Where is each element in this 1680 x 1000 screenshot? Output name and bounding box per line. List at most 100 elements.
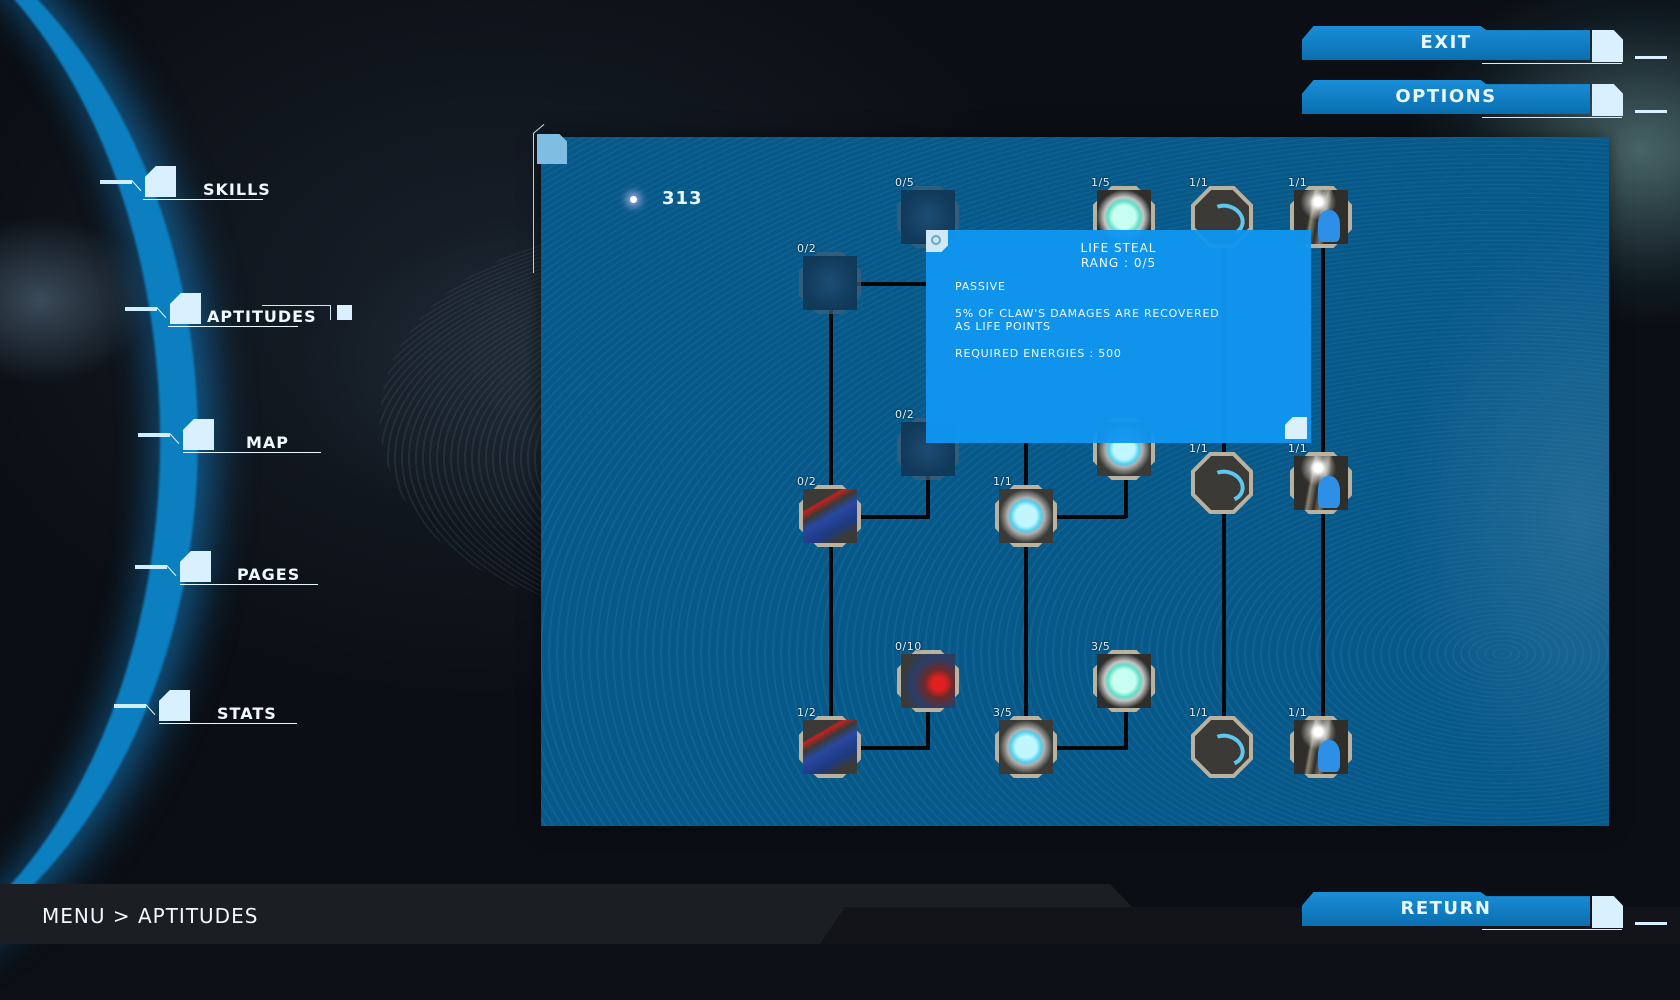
tooltip-corner-icon bbox=[1285, 417, 1307, 439]
nav-slant bbox=[166, 565, 177, 577]
connector-line bbox=[926, 453, 930, 518]
skill-node[interactable]: 1/2 bbox=[797, 706, 861, 778]
tooltip-rank: RANG : 0/5 bbox=[1080, 256, 1157, 270]
connector-line bbox=[1024, 443, 1028, 748]
return-button-bg bbox=[1302, 892, 1590, 926]
breadcrumb: MENU > APTITUDES bbox=[42, 904, 259, 928]
node-rank: 1/1 bbox=[1288, 442, 1308, 455]
node-rank: 1/1 bbox=[993, 475, 1013, 488]
node-rank: 1/1 bbox=[1189, 176, 1209, 189]
connector-line bbox=[829, 282, 929, 286]
active-indicator-icon bbox=[337, 305, 352, 320]
light-creature-icon bbox=[1294, 720, 1348, 774]
nav-slant bbox=[169, 433, 180, 445]
node-rank: 0/10 bbox=[895, 640, 922, 653]
nav-underline bbox=[143, 199, 263, 200]
swirl-icon bbox=[1195, 456, 1249, 510]
skill-node[interactable]: 1/1 bbox=[993, 475, 1057, 547]
nav-stub bbox=[114, 704, 146, 708]
return-button[interactable]: RETURN bbox=[1302, 888, 1667, 930]
energy-count: 313 bbox=[662, 188, 703, 209]
options-button[interactable]: OPTIONS bbox=[1302, 76, 1667, 118]
map-tab-icon bbox=[183, 419, 214, 450]
exit-tail bbox=[1635, 56, 1667, 59]
stats-tab-icon bbox=[159, 690, 190, 721]
skill-node[interactable]: 1/1 bbox=[1189, 706, 1253, 778]
creature-icon bbox=[901, 654, 955, 708]
node-rank: 0/2 bbox=[797, 475, 817, 488]
orb-icon bbox=[999, 720, 1053, 774]
node-rank: 3/5 bbox=[1091, 640, 1111, 653]
tooltip-title: LIFE STEAL bbox=[1080, 241, 1157, 255]
node-rank: 1/5 bbox=[1091, 176, 1111, 189]
skill-node[interactable]: 3/5 bbox=[1091, 640, 1155, 712]
panel-bracket bbox=[533, 133, 534, 273]
skills-tab-icon bbox=[145, 166, 176, 197]
skill-node[interactable]: 0/10 bbox=[895, 640, 959, 712]
pages-tab-icon bbox=[180, 551, 211, 582]
orb-icon bbox=[999, 489, 1053, 543]
sidebar-item-label: MAP bbox=[246, 433, 290, 452]
skill-node[interactable]: 3/5 bbox=[993, 706, 1057, 778]
exit-underline bbox=[1482, 63, 1622, 64]
nav-slant bbox=[156, 307, 167, 319]
sidebar-item-label: PAGES bbox=[237, 565, 301, 584]
tooltip-requirement: REQUIRED ENERGIES : 500 bbox=[955, 347, 1122, 360]
node-rank: 3/5 bbox=[993, 706, 1013, 719]
node-rank: 1/1 bbox=[1288, 176, 1308, 189]
life-steal-skill-icon bbox=[926, 230, 948, 252]
node-rank: 0/5 bbox=[895, 176, 915, 189]
sidebar-item-aptitudes[interactable]: APTITUDES bbox=[125, 293, 385, 333]
nav-underline bbox=[183, 452, 321, 453]
nav-underline bbox=[159, 723, 297, 724]
skill-node[interactable]: 1/1 bbox=[1288, 706, 1352, 778]
tooltip-description-cont: AS LIFE POINTS bbox=[955, 320, 1051, 333]
return-label: RETURN bbox=[1400, 898, 1492, 919]
return-tail bbox=[1635, 922, 1667, 925]
sidebar-item-map[interactable]: MAP bbox=[138, 419, 338, 459]
energy-orb-icon bbox=[630, 196, 637, 203]
nav-slant bbox=[131, 180, 142, 192]
skill-node[interactable]: 1/1 bbox=[1189, 442, 1253, 514]
exit-label: EXIT bbox=[1420, 32, 1472, 53]
green-orb-icon bbox=[1097, 654, 1151, 708]
sidebar-item-stats[interactable]: STATS bbox=[114, 690, 314, 730]
panel-corner-icon bbox=[537, 134, 567, 164]
options-tail bbox=[1635, 110, 1667, 113]
node-rank: 1/2 bbox=[797, 706, 817, 719]
nav-stub bbox=[138, 433, 170, 437]
node-rank: 0/2 bbox=[895, 408, 915, 421]
options-button-bg bbox=[1302, 80, 1590, 114]
sidebar-item-label: SKILLS bbox=[203, 180, 271, 199]
sidebar-item-label: APTITUDES bbox=[207, 307, 317, 326]
options-underline bbox=[1482, 117, 1622, 118]
node-rank: 0/2 bbox=[797, 242, 817, 255]
claw-icon bbox=[803, 489, 857, 543]
nav-underline bbox=[168, 326, 298, 327]
nav-stub bbox=[125, 307, 157, 311]
tooltip-description: 5% OF CLAW'S DAMAGES ARE RECOVERED bbox=[955, 307, 1220, 320]
exit-button-bg bbox=[1302, 26, 1590, 60]
sidebar-item-label: STATS bbox=[217, 704, 277, 723]
aptitudes-tab-icon bbox=[170, 293, 201, 324]
connector-line bbox=[860, 746, 930, 750]
exit-tab-icon bbox=[1592, 30, 1623, 62]
sidebar-item-skills[interactable]: SKILLS bbox=[100, 166, 300, 206]
nav-stub bbox=[100, 180, 132, 184]
active-indicator-bracket bbox=[262, 305, 331, 320]
options-label: OPTIONS bbox=[1395, 86, 1497, 107]
tooltip-type: PASSIVE bbox=[955, 280, 1006, 293]
skill-node[interactable]: 1/1 bbox=[1288, 442, 1352, 514]
exit-button[interactable]: EXIT bbox=[1302, 22, 1667, 64]
connector-line bbox=[1056, 746, 1126, 750]
sidebar-item-pages[interactable]: PAGES bbox=[135, 551, 335, 591]
node-rank: 1/1 bbox=[1189, 706, 1209, 719]
skill-node[interactable]: 0/2 bbox=[797, 475, 861, 547]
light-creature-icon bbox=[1294, 456, 1348, 510]
node-rank: 1/1 bbox=[1288, 706, 1308, 719]
skill-node[interactable]: 0/2 bbox=[797, 242, 861, 314]
locked-skill-icon bbox=[803, 256, 857, 310]
return-tab-icon bbox=[1592, 896, 1623, 928]
swirl-icon bbox=[1195, 720, 1249, 774]
skill-tooltip: LIFE STEAL RANG : 0/5 PASSIVE 5% OF CLAW… bbox=[926, 230, 1311, 443]
